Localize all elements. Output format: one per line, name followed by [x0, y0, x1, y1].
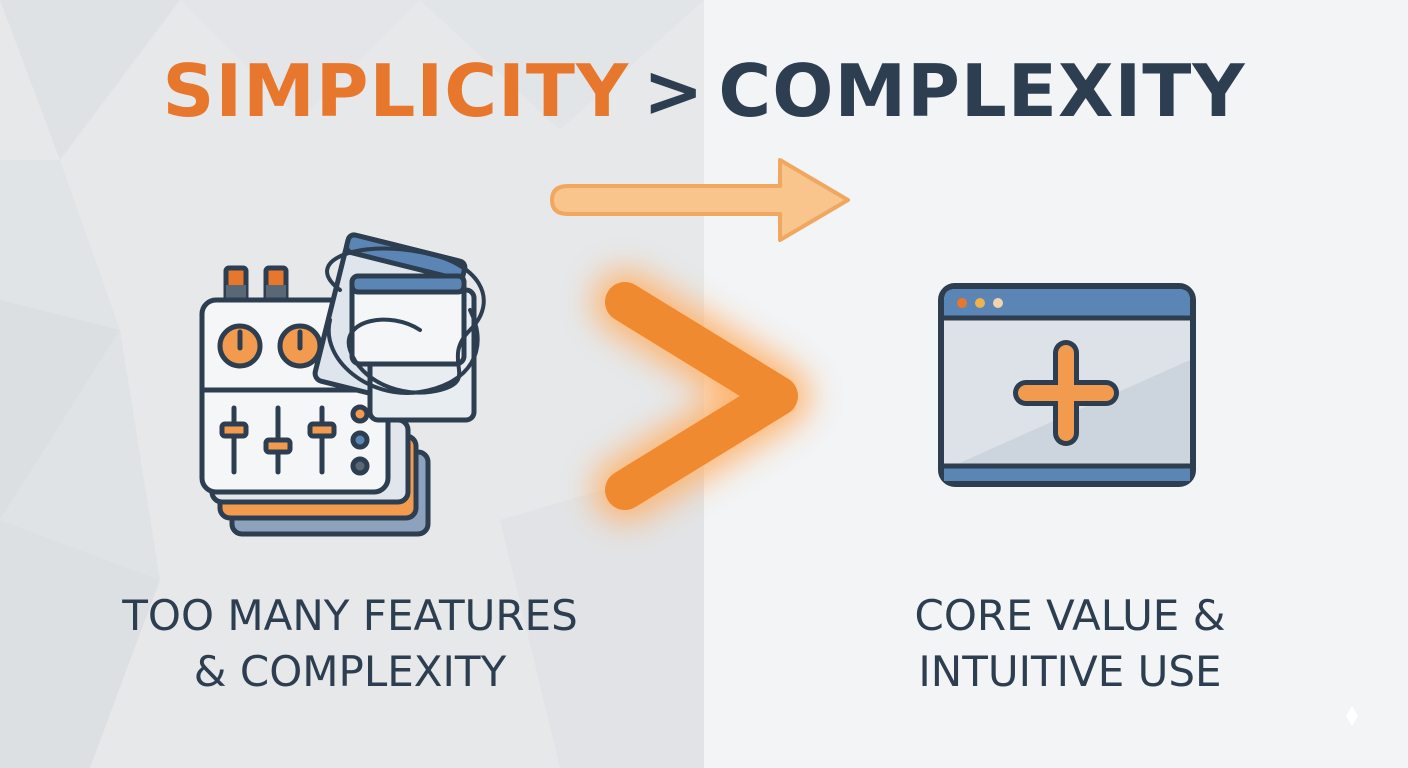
headline-simplicity: SIMPLICITY	[162, 49, 630, 133]
low-poly-background	[0, 0, 704, 768]
greater-than-icon	[593, 270, 810, 522]
sparkle-icon	[1346, 706, 1358, 726]
cluttered-control-panel-icon	[199, 232, 486, 537]
caption-core-value: CORE VALUE & INTUITIVE USE	[860, 588, 1280, 700]
headline-separator: >	[643, 49, 705, 133]
headline: SIMPLICITY>COMPLEXITY	[0, 46, 1408, 136]
headline-complexity: COMPLEXITY	[718, 49, 1246, 133]
right-arrow-icon	[550, 158, 850, 242]
caption-right-line-2: INTUITIVE USE	[918, 647, 1222, 696]
caption-right-line-1: CORE VALUE &	[914, 591, 1226, 640]
caption-left-line-2: & COMPLEXITY	[193, 647, 507, 696]
caption-left-line-1: TOO MANY FEATURES	[122, 591, 578, 640]
app-window-plus-icon	[938, 283, 1196, 487]
caption-too-many-features: TOO MANY FEATURES & COMPLEXITY	[40, 588, 660, 700]
